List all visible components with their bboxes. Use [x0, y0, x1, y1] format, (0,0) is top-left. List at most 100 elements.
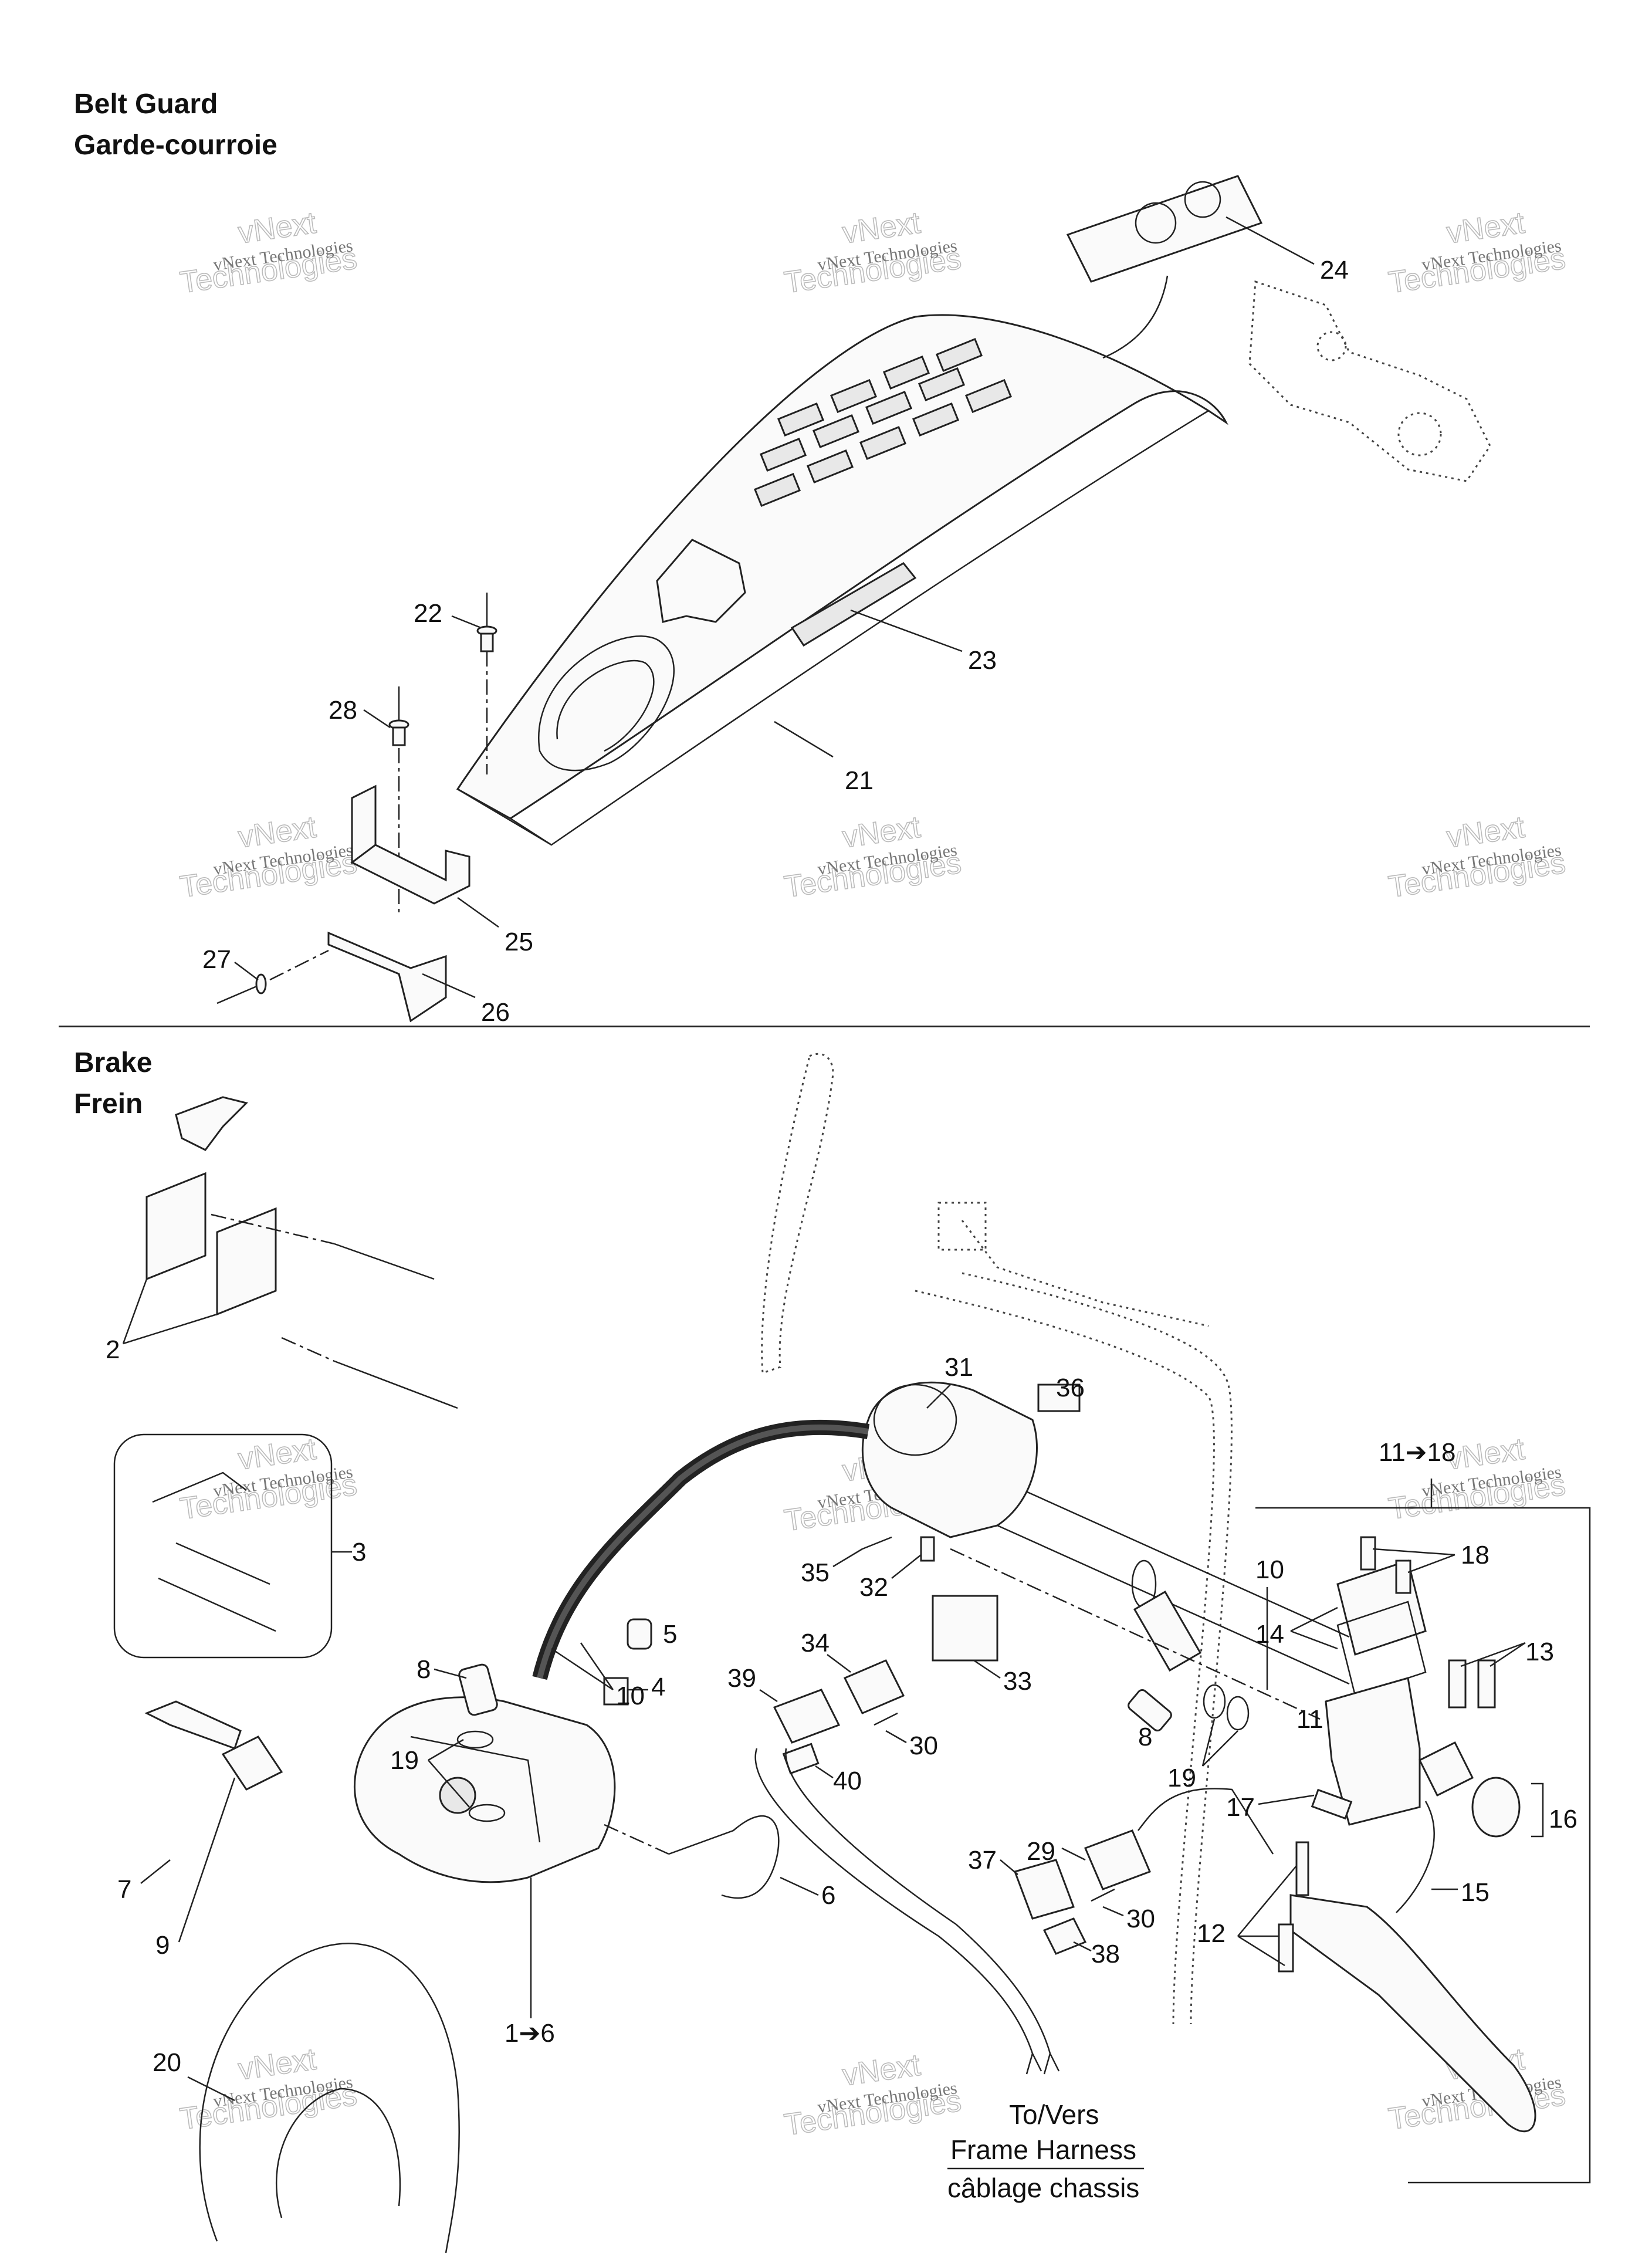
leader-13 [1460, 1642, 1526, 1667]
vent-slot [777, 402, 825, 437]
leader-22 [451, 615, 482, 629]
washer-19 [468, 1804, 506, 1822]
callout-7: 7 [117, 1875, 131, 1904]
callout-40: 40 [833, 1767, 862, 1795]
switch-16 [1471, 1777, 1521, 1838]
connector-37 [1014, 1859, 1075, 1920]
callout-11-18: 11➔18 [1379, 1438, 1455, 1467]
callout-10a: 10 [616, 1682, 645, 1710]
leader-21 [774, 720, 834, 758]
brake-pad [216, 1207, 277, 1316]
vent-slot [759, 438, 807, 472]
brake-title-en: Brake [74, 1047, 153, 1078]
rivet-shaft [216, 985, 259, 1004]
washer-19b [1203, 1684, 1226, 1719]
vent-slot [935, 338, 983, 372]
belt-guard-title-fr: Garde-courroie [74, 130, 277, 161]
vent-slot [859, 426, 907, 460]
belt-guard-edge [510, 410, 1209, 846]
callout-21: 21 [845, 766, 874, 795]
decal-24-outline [1066, 175, 1263, 283]
decal-24-arrow [1102, 275, 1169, 359]
brake-line-6 [668, 1815, 780, 1899]
frame-harness-label: To/Vers Frame Harness câblage chassis [947, 2099, 1144, 2203]
brake-disc-20 [199, 1943, 460, 2253]
group-bracket-11-18 [1255, 1507, 1591, 2184]
callout-17: 17 [1226, 1793, 1255, 1822]
leader-19b [1201, 1718, 1238, 1767]
pin-axis [211, 1213, 335, 1245]
callout-33: 33 [1003, 1667, 1032, 1696]
brake-callouts: 2 3 4 5 6 7 8 8 9 10 10 11 11➔18 12 13 1… [106, 1278, 1577, 2102]
cover-screw-18 [1395, 1559, 1411, 1594]
hose-fitting-10 [1133, 1590, 1202, 1672]
clamp-13 [1418, 1741, 1474, 1797]
callout-8b: 8 [1138, 1723, 1152, 1751]
set-screw-32 [920, 1536, 935, 1562]
banjo-bolt-8 [458, 1663, 498, 1716]
brake-disc-hub [276, 2088, 401, 2218]
callout-12: 12 [1197, 1919, 1226, 1948]
leader-38 [1073, 1941, 1092, 1952]
belt-guard-strap [538, 635, 675, 772]
callout-35: 35 [801, 1558, 830, 1587]
screw-35 [862, 1536, 892, 1550]
watermark: vNext Technologies vNext Technologies [178, 205, 360, 300]
leader-16 [1531, 1782, 1544, 1838]
section-divider [59, 1026, 1590, 1027]
vent-slot [882, 356, 930, 390]
kit-spring [152, 1471, 247, 1503]
caliper-port [439, 1777, 476, 1814]
leader-6 [780, 1876, 819, 1896]
callout-30a: 30 [909, 1731, 938, 1760]
bracket-hole [1397, 412, 1442, 456]
callout-11: 11 [1296, 1705, 1323, 1734]
master-cylinder-11 [1325, 1677, 1421, 1826]
callout-1-6: 1➔6 [505, 2019, 555, 2048]
callout-37: 37 [968, 1846, 997, 1875]
callout-38: 38 [1091, 1940, 1120, 1968]
callout-9: 9 [155, 1931, 170, 1960]
callout-31: 31 [945, 1353, 973, 1382]
callout-13: 13 [1525, 1638, 1554, 1666]
connector-top [937, 1202, 987, 1251]
brake-pad [145, 1172, 206, 1281]
belt-guard-assembly [216, 175, 1491, 1023]
decal-36 [1037, 1383, 1081, 1412]
leader-7 [140, 1859, 171, 1884]
callout-29: 29 [1027, 1837, 1055, 1866]
switch-17 [1311, 1788, 1353, 1820]
watermark: vNext Technologies vNext Technologies [178, 810, 360, 905]
clamp-screw-13 [1448, 1659, 1467, 1709]
arrow-down [1025, 2053, 1042, 2075]
leader-39 [759, 1689, 778, 1703]
leader-17 [1258, 1794, 1315, 1805]
switch-housing-face [873, 1383, 957, 1456]
kit-pin [158, 1577, 276, 1632]
leader-31 [926, 1384, 951, 1409]
bracket-hole [1316, 331, 1347, 361]
vent-slot [806, 449, 854, 483]
guard-clip [656, 539, 746, 623]
leader-29 [1061, 1847, 1086, 1861]
frame-harness-line1: To/Vers [1009, 2099, 1099, 2130]
rivet-27 [216, 973, 267, 1004]
washer-19b [1226, 1696, 1250, 1731]
callout-4: 4 [651, 1673, 665, 1701]
vent-slot [830, 379, 878, 413]
belt-guard-body [456, 314, 1228, 820]
vent-slot [865, 391, 913, 425]
pad-kit-box-3 [113, 1433, 333, 1659]
brake-switch-wire-17 [1138, 1788, 1274, 1855]
line-6-axis [604, 1824, 669, 1855]
watermark: vNext Technologies vNext Technologies [1386, 205, 1568, 300]
watermark: vNext Technologies vNext Technologies [782, 2048, 964, 2143]
decal-24-symbol [1184, 181, 1221, 218]
rivet-28 [388, 686, 409, 746]
callout-25: 25 [505, 928, 533, 956]
pivot-bolt-12 [1295, 1841, 1309, 1896]
watermark: vNext Technologies vNext Technologies [782, 205, 964, 300]
vent-slot [812, 414, 860, 448]
washer-19 [456, 1730, 494, 1749]
callout-16: 16 [1549, 1805, 1577, 1833]
